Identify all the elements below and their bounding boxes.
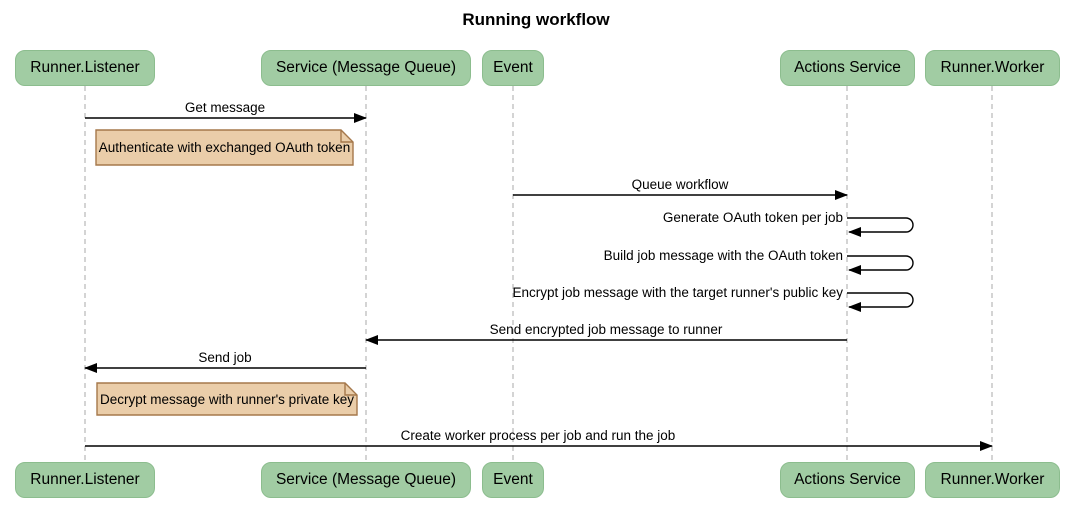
selfloop-generate-oauth-token — [847, 217, 914, 237]
participant-label: Runner.Worker — [940, 59, 1045, 76]
participant-top-event: Event — [482, 50, 544, 86]
note-decrypt-private-key: Decrypt message with runner's private ke… — [100, 391, 354, 407]
participant-top-service-message-queue: Service (Message Queue) — [261, 50, 471, 86]
message-label-send-encrypted-job-message: Send encrypted job message to runner — [489, 322, 723, 337]
participant-bottom-service-message-queue: Service (Message Queue) — [261, 462, 471, 498]
message-label-create-worker-process: Create worker process per job and run th… — [400, 428, 676, 443]
participant-top-actions-service: Actions Service — [780, 50, 915, 86]
selfloop-encrypt-job-message — [847, 292, 914, 312]
participant-label: Service (Message Queue) — [275, 59, 457, 76]
participant-top-runner-worker: Runner.Worker — [925, 50, 1060, 86]
participant-label: Event — [493, 59, 533, 76]
participant-label: Runner.Listener — [30, 471, 140, 488]
participant-bottom-runner-listener: Runner.Listener — [15, 462, 155, 498]
participant-label: Service (Message Queue) — [275, 471, 457, 488]
participant-bottom-event: Event — [482, 462, 544, 498]
participant-label: Runner.Listener — [30, 59, 140, 76]
note-authenticate-oauth: Authenticate with exchanged OAuth token — [98, 140, 351, 155]
diagram-title: Running workflow — [462, 10, 610, 29]
participant-label: Event — [493, 471, 533, 488]
participant-bottom-actions-service: Actions Service — [780, 462, 915, 498]
note-shapes — [95, 129, 358, 416]
message-label-send-job: Send job — [198, 350, 252, 365]
participant-label: Actions Service — [794, 59, 901, 76]
participant-label: Runner.Worker — [940, 471, 1045, 488]
message-label-generate-oauth-token: Generate OAuth token per job — [662, 210, 843, 225]
participant-bottom-runner-worker: Runner.Worker — [925, 462, 1060, 498]
message-label-queue-workflow: Queue workflow — [631, 177, 729, 192]
message-label-encrypt-job-message: Encrypt job message with the target runn… — [512, 285, 844, 300]
participant-label: Actions Service — [794, 471, 901, 488]
message-label-get-message: Get message — [184, 100, 266, 115]
message-label-build-job-message: Build job message with the OAuth token — [603, 248, 843, 263]
participant-top-runner-listener: Runner.Listener — [15, 50, 155, 86]
selfloop-build-job-message — [847, 255, 914, 275]
